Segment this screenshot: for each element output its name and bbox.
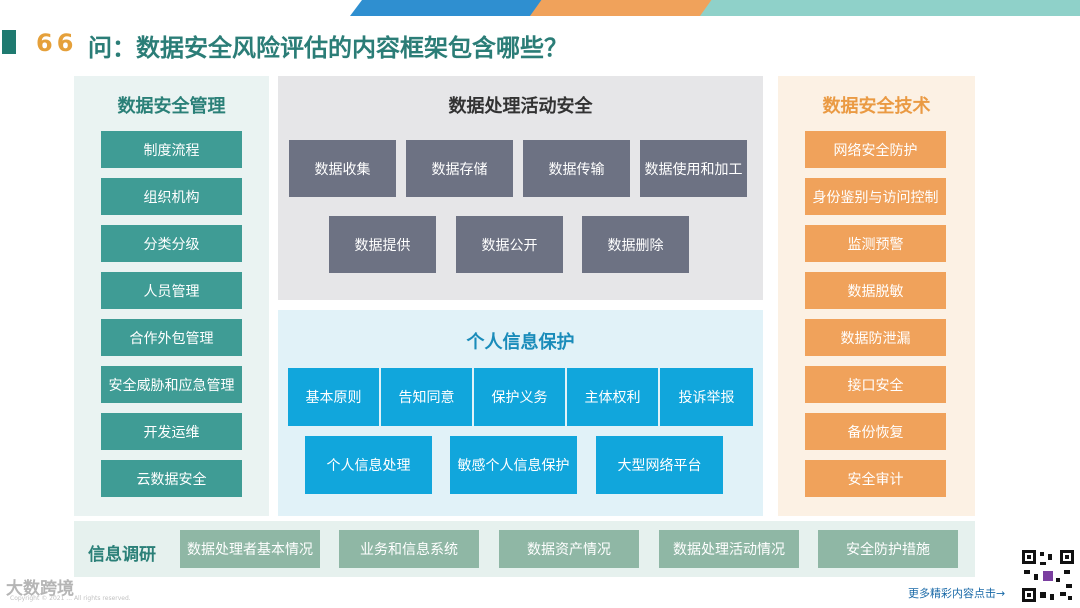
data-security-technology-panel: 数据安全技术 网络安全防护 身份鉴别与访问控制 监测预警 数据脱敏 数据防泄漏 … <box>778 76 975 516</box>
panel-title-pip: 个人信息保护 <box>466 332 575 353</box>
info-survey-strip: 信息调研 数据处理者基本情况 业务和信息系统 数据资产情况 数据处理活动情况 安… <box>74 521 975 577</box>
processing-item: 数据删除 <box>582 216 689 273</box>
info-item: 数据处理活动情况 <box>659 530 799 568</box>
processing-item: 数据使用和加工 <box>640 140 747 197</box>
qr-code-icon[interactable] <box>1020 548 1076 604</box>
pip-item: 基本原则 <box>288 368 379 426</box>
panel-title-management: 数据安全管理 <box>117 96 226 117</box>
processing-item: 数据公开 <box>456 216 563 273</box>
processing-item: 数据提供 <box>329 216 436 273</box>
tech-item: 数据脱敏 <box>805 272 946 309</box>
processing-item: 数据传输 <box>523 140 630 197</box>
personal-info-protection-panel: 个人信息保护 基本原则 告知同意 保护义务 主体权利 投诉举报 个人信息处理 敏… <box>278 310 763 516</box>
data-processing-activity-panel: 数据处理活动安全 数据收集 数据存储 数据传输 数据使用和加工 数据提供 数据公… <box>278 76 763 300</box>
top-decorative-bar <box>0 0 1080 18</box>
processing-item: 数据存储 <box>406 140 513 197</box>
info-item: 业务和信息系统 <box>339 530 479 568</box>
footer-logo: 大数跨境 <box>6 579 74 599</box>
more-content-link[interactable]: 更多精彩内容点击→ <box>908 587 1006 600</box>
topbar-teal-segment <box>700 0 1080 16</box>
mgmt-item: 云数据安全 <box>101 460 242 497</box>
mgmt-item: 制度流程 <box>101 131 242 168</box>
mgmt-item: 开发运维 <box>101 413 242 450</box>
panel-title-info-survey: 信息调研 <box>88 545 156 565</box>
topbar-orange-segment <box>530 0 720 16</box>
mgmt-item: 组织机构 <box>101 178 242 215</box>
mgmt-item: 安全威胁和应急管理 <box>101 366 242 403</box>
tech-item: 身份鉴别与访问控制 <box>805 178 946 215</box>
tech-item: 网络安全防护 <box>805 131 946 168</box>
info-item: 数据资产情况 <box>499 530 639 568</box>
pip-item: 保护义务 <box>474 368 565 426</box>
copyright-text: Copyright © 2021 ... All rights reserved… <box>10 595 131 602</box>
pip-item: 大型网络平台 <box>596 436 723 494</box>
pip-item: 主体权利 <box>567 368 658 426</box>
mgmt-item: 分类分级 <box>101 225 242 262</box>
tech-item: 接口安全 <box>805 366 946 403</box>
pip-item: 个人信息处理 <box>305 436 432 494</box>
topbar-blue-segment <box>350 0 550 16</box>
tech-item: 数据防泄漏 <box>805 319 946 356</box>
panel-title-technology: 数据安全技术 <box>822 96 931 117</box>
data-security-management-panel: 数据安全管理 制度流程 组织机构 分类分级 人员管理 合作外包管理 安全威胁和应… <box>74 76 269 516</box>
pip-item: 投诉举报 <box>660 368 753 426</box>
mgmt-item: 人员管理 <box>101 272 242 309</box>
page-title: 问：数据安全风险评估的内容框架包含哪些？ <box>88 34 568 62</box>
title-number: 66 <box>36 29 78 57</box>
pip-item: 敏感个人信息保护 <box>450 436 577 494</box>
tech-item: 监测预警 <box>805 225 946 262</box>
info-item: 安全防护措施 <box>818 530 958 568</box>
info-item: 数据处理者基本情况 <box>180 530 320 568</box>
tech-item: 备份恢复 <box>805 413 946 450</box>
tech-item: 安全审计 <box>805 460 946 497</box>
panel-title-processing: 数据处理活动安全 <box>448 96 593 117</box>
title-marker <box>2 30 16 54</box>
pip-item: 告知同意 <box>381 368 472 426</box>
processing-item: 数据收集 <box>289 140 396 197</box>
mgmt-item: 合作外包管理 <box>101 319 242 356</box>
